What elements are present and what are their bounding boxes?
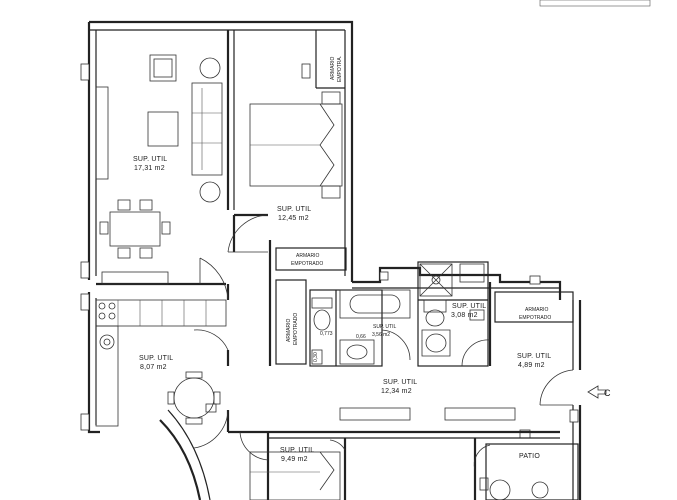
closet-vertical-line2: EMPOTRADO	[293, 313, 299, 345]
closet-empotra-line1: ARMARIO	[330, 57, 336, 80]
closet-pasillo-line2: EMPOTRADO	[291, 261, 323, 267]
room-salon-line1: SUP. UTIL	[133, 156, 167, 163]
closet-labels: ARMARIO EMPOTRA. ARMARIO EMPOTRADO ARMAR…	[286, 56, 551, 345]
room-cocina-area: 8,07 m2	[140, 364, 167, 371]
room-bano2-area: 3,08 m2	[451, 312, 478, 319]
room-dormitorio2-area: 9,49 m2	[281, 456, 308, 463]
kitchen-furniture	[95, 299, 227, 427]
room-recibidor-line1: SUP. UTIL	[517, 353, 551, 360]
room-bano1-area: 3,56 m2	[372, 332, 390, 338]
bathroom-2-fixtures	[419, 263, 485, 357]
closet-entrada-line2: EMPOTRADO	[519, 315, 551, 321]
room-dormitorio-line1: SUP. UTIL	[277, 206, 311, 213]
patio-label: PATIO	[519, 453, 540, 460]
room-dormitorio-area: 12,45 m2	[278, 215, 309, 222]
room-salon-area: 17,31 m2	[134, 165, 165, 172]
room-cocina-line1: SUP. UTIL	[139, 355, 173, 362]
dimension-2: 0,66	[356, 334, 366, 340]
room-bano1-line1: SUP. UTIL	[373, 324, 396, 330]
hallway-furniture	[339, 407, 516, 421]
room-pasillo-line1: SUP. UTIL	[383, 379, 417, 386]
room-pasillo-area: 12,34 m2	[381, 388, 412, 395]
top-right-tab	[539, 0, 651, 7]
doors	[193, 214, 574, 471]
room-recibidor-area: 4,89 m2	[518, 362, 545, 369]
bottom-room-furniture	[249, 451, 549, 500]
closet-vertical-line1: ARMARIO	[286, 319, 292, 342]
bathroom-1-fixtures	[311, 289, 411, 365]
dimension-1: 0,773	[320, 331, 333, 337]
dimension-3: 0,30	[313, 352, 319, 362]
window-marks	[80, 63, 579, 439]
living-room-furniture	[95, 54, 223, 285]
dimension-labels: 0,773 0,66 0,30	[313, 331, 366, 362]
closet-pasillo-line1: ARMARIO	[296, 253, 319, 259]
bedroom-furniture	[249, 91, 343, 199]
closet-empotra-line2: EMPOTRA.	[337, 56, 343, 82]
room-bano2-line1: SUP. UTIL	[452, 303, 486, 310]
room-labels: SUP. UTIL 17,31 m2 SUP. UTIL 12,45 m2 SU…	[133, 156, 551, 463]
exterior-walls	[87, 20, 582, 500]
room-dormitorio2-line1: SUP. UTIL	[280, 447, 314, 454]
entrance-marker	[587, 385, 607, 399]
entrance-label: C	[604, 388, 611, 398]
closet-entrada-line1: ARMARIO	[525, 307, 548, 313]
